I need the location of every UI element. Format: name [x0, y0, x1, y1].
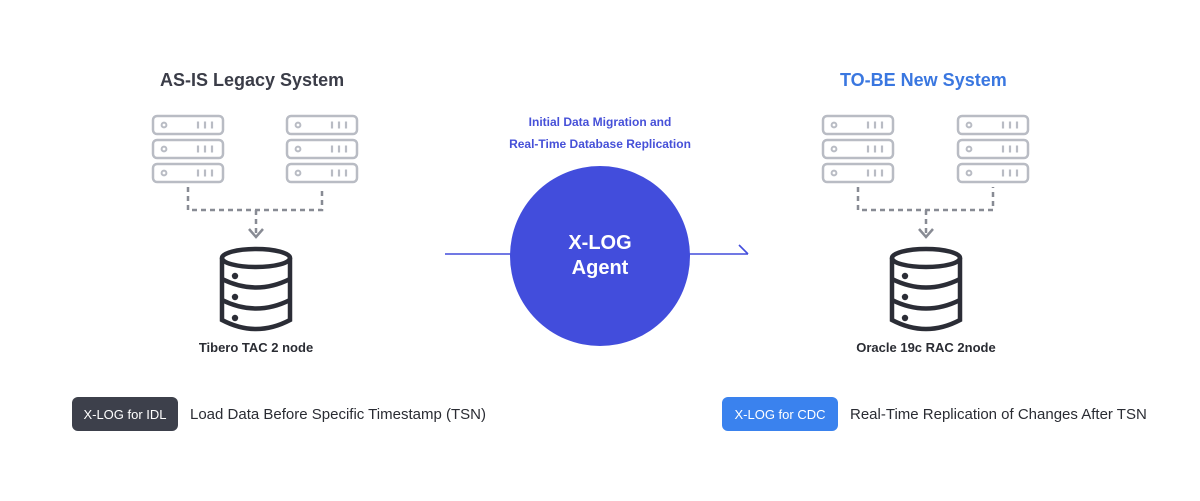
legacy-system-title: AS-IS Legacy System [160, 70, 345, 90]
flow-arrow-out [688, 244, 749, 255]
idl-description: Load Data Before Specific Timestamp (TSN… [190, 406, 486, 423]
agent-caption-line1: Initial Data Migration and [528, 115, 672, 129]
target-server-icon-left [823, 116, 893, 182]
legacy-server-icon-left [153, 116, 223, 182]
target-system-title: TO-BE New System [840, 70, 1007, 90]
target-connector [856, 187, 995, 239]
xlog-agent-circle: X-LOG Agent [510, 166, 690, 346]
idl-badge: X-LOG for IDL [72, 397, 178, 431]
legacy-server-icon-right [287, 116, 357, 182]
agent-label-line1: X-LOG [568, 232, 632, 254]
target-database-icon [892, 249, 960, 329]
agent-caption: Initial Data Migration and Real-Time Dat… [470, 111, 730, 155]
cdc-badge: X-LOG for CDC [722, 397, 838, 431]
target-node-label: Oracle 19c RAC 2node [856, 340, 996, 355]
agent-label-line2: Agent [571, 257, 629, 279]
legacy-node-label: Tibero TAC 2 node [198, 340, 314, 355]
cdc-description: Real-Time Replication of Changes After T… [850, 406, 1147, 423]
target-server-icon-right [958, 116, 1028, 182]
legacy-database-icon [222, 249, 290, 329]
legacy-connector [186, 187, 324, 239]
agent-caption-line2: Real-Time Database Replication [509, 137, 691, 151]
